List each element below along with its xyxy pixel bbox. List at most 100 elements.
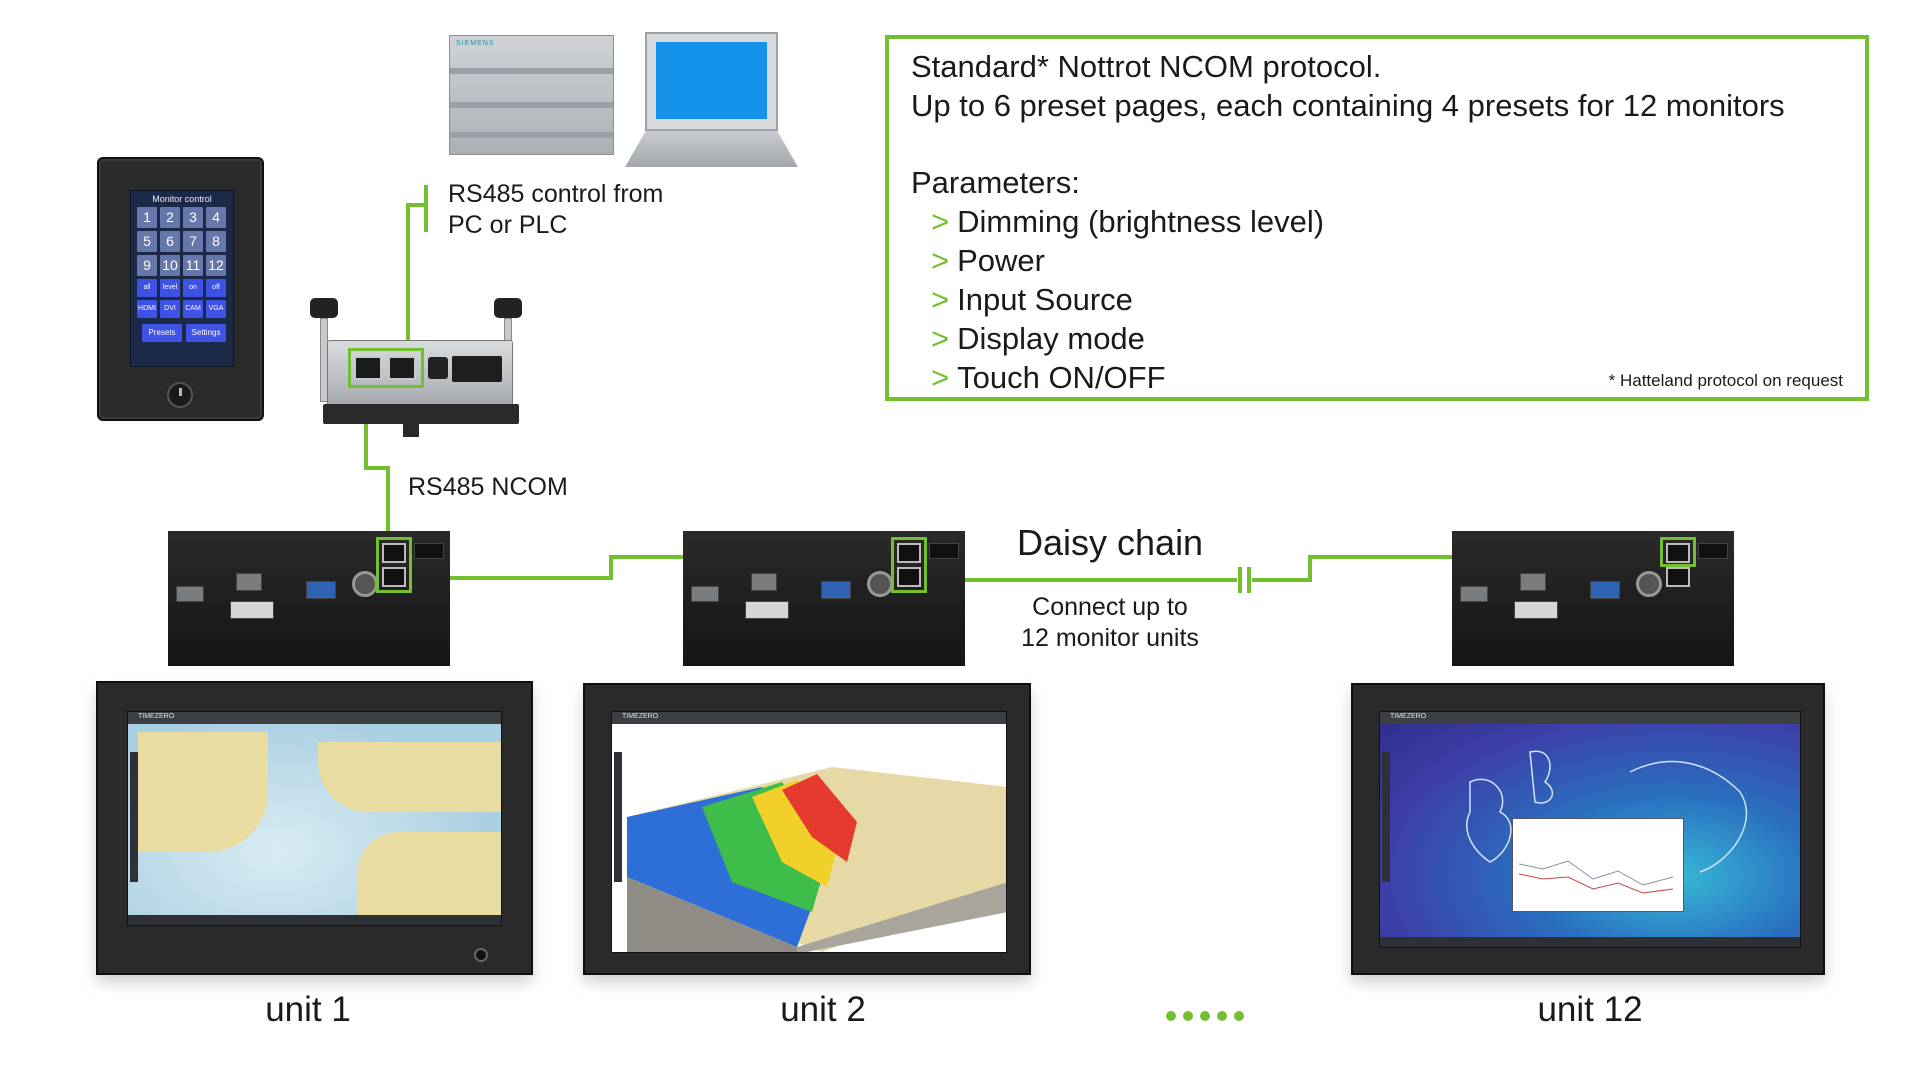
monitor-unit-2: TIMEZERO [583, 683, 1031, 975]
app-name: TIMEZERO [622, 713, 659, 720]
plc-stripe [450, 68, 613, 74]
plc-stripe [450, 102, 613, 108]
rear-rj45-out [1666, 567, 1690, 587]
power-knob-icon[interactable] [167, 382, 193, 408]
key-vga[interactable]: VGA [206, 300, 226, 318]
key-monitor-7[interactable]: 7 [183, 231, 203, 252]
key-monitor-6[interactable]: 6 [160, 231, 180, 252]
key-monitor-8[interactable]: 8 [206, 231, 226, 252]
rear-vga-port [821, 581, 851, 599]
monitor-12-screen: TIMEZERO [1379, 711, 1801, 948]
unit-2-label: unit 2 [780, 990, 866, 1029]
chevron-right-icon: > [931, 282, 950, 317]
rear-usb-port [236, 573, 262, 591]
converter-terminal-block [452, 356, 502, 382]
rs485-ncom-label: RS485 NCOM [408, 473, 568, 501]
protocol-info-box: Standard* Nottrot NCOM protocol. Up to 6… [885, 35, 1869, 401]
key-hdmi[interactable]: HDMI [137, 300, 157, 318]
forecast-sparkline [1518, 860, 1674, 894]
converter-port-highlight [348, 348, 424, 388]
converter-screw-head-left [310, 298, 338, 318]
param-touch: >Touch ON/OFF [911, 358, 1843, 397]
converter-dc-jack [428, 357, 448, 379]
converter-base [323, 404, 519, 424]
key-monitor-11[interactable]: 11 [183, 255, 203, 276]
key-all[interactable]: all [137, 279, 157, 297]
monitor-1-screen: TIMEZERO [127, 711, 502, 926]
param-input-source-text: Input Source [957, 282, 1133, 317]
rear-bnc-port [352, 571, 378, 597]
key-monitor-2[interactable]: 2 [160, 207, 180, 228]
key-on[interactable]: on [183, 279, 203, 297]
rear-usb-port [1520, 573, 1546, 591]
param-dimming-text: Dimming (brightness level) [957, 204, 1325, 239]
param-dimming: >Dimming (brightness level) [911, 202, 1843, 241]
connect-units-line1: Connect up to [1032, 593, 1188, 621]
rear-connector-panel-icon [168, 531, 450, 666]
monitor-control-panel: Monitor control 1 2 3 4 5 6 7 8 9 10 11 … [97, 157, 264, 421]
key-monitor-12[interactable]: 12 [206, 255, 226, 276]
rear-port-highlight [1660, 537, 1696, 567]
app-toolbar: TIMEZERO [612, 712, 1006, 724]
presets-button[interactable]: Presets [142, 324, 182, 342]
connect-units-line2: 12 monitor units [1021, 624, 1199, 652]
param-display-mode: >Display mode [911, 319, 1843, 358]
rear-connector-panel-icon [683, 531, 965, 666]
key-monitor-10[interactable]: 10 [160, 255, 180, 276]
protocol-line: Standard* Nottrot NCOM protocol. [911, 49, 1382, 84]
param-input-source: >Input Source [911, 280, 1843, 319]
settings-button[interactable]: Settings [186, 324, 226, 342]
chart-land [358, 832, 501, 917]
rear-serial-port [691, 586, 719, 602]
rear-rj45-in [1666, 543, 1690, 563]
key-dvi[interactable]: DVI [160, 300, 180, 318]
key-off[interactable]: off [206, 279, 226, 297]
rear-rj45-in [897, 543, 921, 563]
chart-tool-column [1382, 752, 1390, 882]
laptop-screen [656, 42, 767, 119]
app-name: TIMEZERO [1390, 713, 1427, 720]
wire-converter-to-unit1 [364, 390, 390, 560]
param-power: >Power [911, 241, 1843, 280]
parameters-heading: Parameters: [911, 165, 1080, 200]
rear-serial-port [176, 586, 204, 602]
rear-rj45-out [897, 567, 921, 587]
chevron-right-icon: > [931, 321, 950, 356]
chevron-right-icon: > [931, 204, 950, 239]
rear-power-port [414, 543, 444, 559]
param-touch-text: Touch ON/OFF [957, 360, 1166, 395]
control-title: Monitor control [152, 194, 212, 204]
param-power-text: Power [957, 243, 1045, 278]
key-level[interactable]: level [160, 279, 180, 297]
chevron-right-icon: > [931, 243, 950, 278]
rear-bnc-port [867, 571, 893, 597]
power-knob-icon[interactable] [474, 948, 488, 962]
chart-tool-column [614, 752, 622, 882]
converter-rj45-1 [354, 356, 382, 380]
rear-serial-port [1460, 586, 1488, 602]
key-monitor-4[interactable]: 4 [206, 207, 226, 228]
rear-bnc-port [1636, 571, 1662, 597]
key-monitor-5[interactable]: 5 [137, 231, 157, 252]
monitor-unit-12: TIMEZERO [1351, 683, 1825, 975]
rs485-control-line1: RS485 control from [448, 180, 664, 208]
monitor-unit-1: TIMEZERO [96, 681, 533, 975]
control-bottom-keys: Presets Settings [142, 324, 233, 342]
converter-screw-head-right [494, 298, 522, 318]
app-toolbar: TIMEZERO [128, 712, 501, 724]
rear-port-highlight [891, 537, 927, 593]
rear-port-highlight [376, 537, 412, 593]
rear-vga-port [306, 581, 336, 599]
key-monitor-9[interactable]: 9 [137, 255, 157, 276]
bathymetry-3d-view [627, 767, 1006, 952]
key-monitor-3[interactable]: 3 [183, 207, 203, 228]
daisy-chain-label: Daisy chain [1017, 522, 1204, 563]
rear-rj45-out [382, 567, 406, 587]
connect-units-label: Connect up to 12 monitor units [1000, 592, 1220, 654]
key-cam[interactable]: CAM [183, 300, 203, 318]
key-monitor-1[interactable]: 1 [137, 207, 157, 228]
monitor-2-screen: TIMEZERO [611, 711, 1007, 953]
rear-usb-port [751, 573, 777, 591]
rs485-control-label: RS485 control from PC or PLC [448, 179, 663, 241]
status-bar [128, 915, 501, 925]
